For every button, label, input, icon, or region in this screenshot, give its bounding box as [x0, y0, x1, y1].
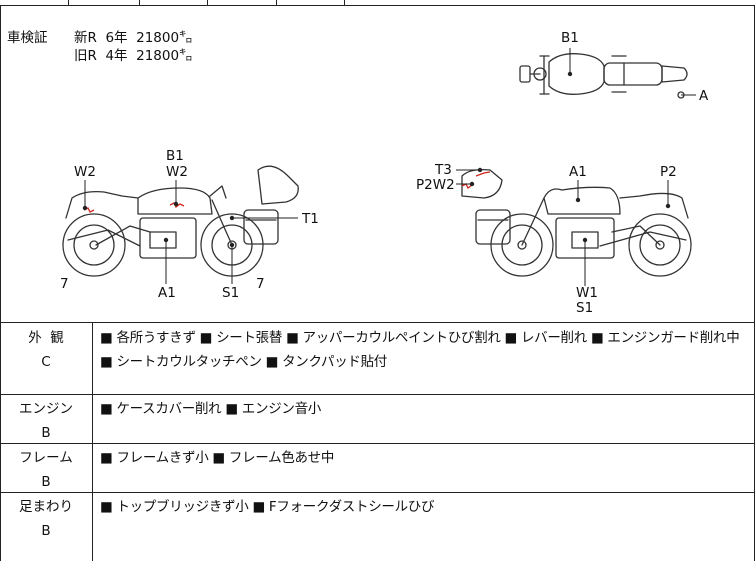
motorcycle-left-side-diagram: [62, 165, 299, 284]
label-a1-left: A1: [158, 285, 176, 301]
row-text-suspension: ■ トップブリッジきず小 ■ Fフォークダストシールひび: [100, 499, 435, 515]
top-cell-divider: [276, 0, 277, 5]
label-s1-right: S1: [576, 300, 594, 316]
point-b1-top: [567, 71, 573, 77]
row-label-suspension: 足まわり B: [0, 495, 92, 543]
label-t1: T1: [302, 211, 319, 227]
inspection-new: 新R 6年 21800㌔: [74, 30, 193, 46]
point-a1-left: [163, 237, 169, 243]
label-p2: P2: [660, 164, 677, 180]
point-a1-right: [575, 197, 581, 203]
motorcycle-right-side: [461, 168, 692, 277]
motorcycle-top-view: [519, 53, 688, 99]
point-t3: [477, 167, 483, 173]
row-divider: [0, 492, 755, 493]
label-7-left: 7: [60, 276, 69, 292]
diagram-bottom-border: [0, 322, 755, 323]
motorcycle-right-side-diagram: [456, 167, 692, 286]
grade-suspension: B: [41, 523, 51, 539]
point-s1-left: [229, 242, 235, 248]
top-cell-divider: [68, 0, 69, 5]
row-text-engine: ■ ケースカバー削れ ■ エンジン音小: [100, 401, 322, 417]
label-s1-left: S1: [222, 285, 240, 301]
grade-engine: B: [41, 425, 51, 441]
top-cell-divider: [344, 0, 345, 5]
motorcycle-top-view-diagram: [519, 48, 696, 99]
row-text-frame: ■ フレームきず小 ■ フレーム色あせ中: [100, 450, 335, 466]
inspection-label: 車検証: [7, 30, 48, 46]
row-label-exterior: 外 観 C: [0, 326, 92, 374]
label-a1-right: A1: [569, 164, 587, 180]
top-cell-divider: [207, 0, 208, 5]
left-border: [0, 5, 1, 561]
top-border: [0, 5, 755, 6]
point-w2-rear: [82, 205, 88, 211]
row-label-frame: フレーム B: [0, 446, 92, 494]
label-w1: W1: [576, 285, 598, 301]
label-w2-left: W2: [166, 164, 188, 180]
label-7-right: 7: [256, 276, 265, 292]
row-text-exterior: ■ 各所うすきず ■ シート張替 ■ アッパーカウルペイントひび割れ ■ レバー…: [100, 330, 740, 370]
inspection-old: 旧R 4年 21800㌔: [74, 48, 193, 64]
label-w2-rear: W2: [74, 164, 96, 180]
point-p2w2: [469, 181, 475, 187]
row-divider: [0, 443, 755, 444]
label-a-top: A: [699, 88, 709, 104]
grade-frame: B: [41, 474, 51, 490]
point-b1-w2: [173, 201, 179, 207]
label-column-divider: [92, 322, 93, 561]
label-b1-top: B1: [561, 30, 579, 46]
point-t1: [229, 215, 235, 221]
label-b1-left: B1: [166, 148, 184, 164]
grade-exterior: C: [41, 354, 51, 370]
point-w1-s1: [582, 237, 588, 243]
label-t3: T3: [435, 162, 452, 178]
point-p2: [665, 203, 671, 209]
top-cell-divider: [139, 0, 140, 5]
row-divider: [0, 394, 755, 395]
label-p2w2: P2W2: [416, 177, 455, 193]
row-label-engine: エンジン B: [0, 397, 92, 445]
